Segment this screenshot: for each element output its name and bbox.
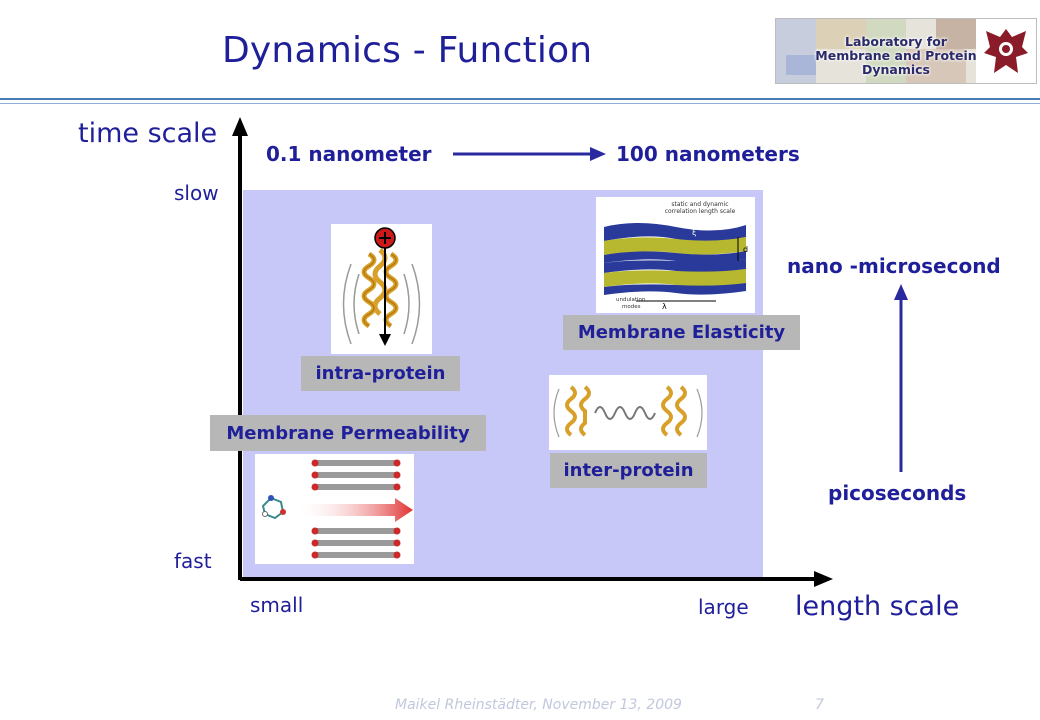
y-axis-title: time scale (78, 118, 218, 149)
length-to-label: 100 nanometers (616, 142, 800, 166)
svg-text:correlation length scale: correlation length scale (665, 208, 736, 215)
footer-page-number: 7 (815, 697, 824, 713)
intra-protein-figure (331, 224, 432, 354)
footer-author-date: Maikel Rheinstädter, November 13, 2009 (395, 697, 682, 713)
length-from-label: 0.1 nanometer (266, 142, 432, 166)
svg-text:λ: λ (662, 302, 667, 311)
time-bottom-label: picoseconds (828, 481, 967, 505)
x-axis-right-label: large (698, 595, 749, 619)
protein-coupling-icon (553, 385, 703, 438)
protein-helix-icon (342, 227, 421, 346)
membrane-elasticity-label: Membrane Elasticity (563, 315, 800, 350)
svg-text:d: d (743, 245, 748, 254)
title-rule (0, 98, 1040, 100)
membrane-elasticity-figure: static and dynamic correlation length sc… (596, 197, 755, 313)
x-axis-left-label: small (250, 593, 304, 617)
crest-icon (984, 29, 1028, 73)
x-axis-arrowhead (814, 571, 833, 587)
intra-protein-label: intra-protein (301, 356, 460, 391)
inter-protein-figure (549, 375, 707, 450)
lipid-bilayer-icon (261, 459, 413, 559)
inter-protein-label: inter-protein (550, 453, 707, 488)
time-arrowhead (894, 284, 908, 300)
slide-title: Dynamics - Function (222, 30, 593, 71)
y-axis-arrowhead (232, 117, 248, 136)
svg-text:undulation: undulation (616, 297, 646, 303)
svg-text:ξ: ξ (692, 228, 696, 237)
time-top-label: nano -microsecond (787, 254, 1001, 278)
membrane-permeability-label: Membrane Permeability (210, 415, 486, 451)
logo-text: Laboratory for Membrane and Protein Dyna… (815, 34, 977, 77)
membrane-stack-icon: static and dynamic correlation length sc… (604, 201, 748, 311)
svg-text:static and dynamic: static and dynamic (671, 201, 728, 208)
y-axis-top-label: slow (174, 181, 219, 205)
svg-text:modes: modes (622, 304, 641, 310)
y-axis-bottom-label: fast (174, 549, 212, 573)
length-arrowhead (590, 147, 606, 161)
x-axis-title: length scale (795, 591, 960, 622)
title-rule-thin (0, 103, 1040, 104)
membrane-permeability-figure (255, 454, 414, 564)
lab-logo: Laboratory for Membrane and Protein Dyna… (775, 18, 1037, 84)
